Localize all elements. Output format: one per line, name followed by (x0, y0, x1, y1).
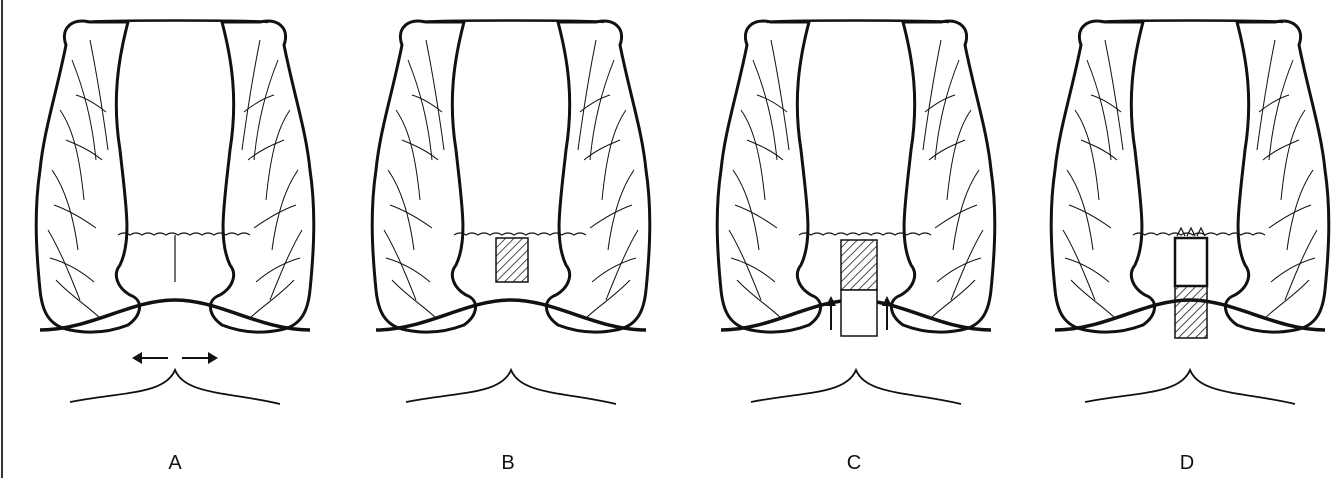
panels-layer (36, 21, 1329, 405)
plain-block (1175, 238, 1207, 286)
arrow-right-head (208, 352, 218, 364)
arrow-left-head (132, 352, 142, 364)
hatched-block (841, 240, 877, 290)
panel-label-c: C (834, 452, 874, 475)
profile-curve (70, 370, 280, 404)
cavity-top (86, 21, 268, 23)
profile-curve (1085, 370, 1295, 404)
left-lobe (36, 21, 139, 332)
left-lobe (1051, 21, 1154, 332)
plain-block (841, 290, 877, 336)
right-lobe (891, 21, 994, 332)
left-lobe (372, 21, 475, 332)
spike-mark (1187, 228, 1195, 236)
panel-label-b: B (488, 452, 528, 475)
right-lobe (210, 21, 313, 332)
spike-mark (1197, 228, 1205, 236)
panel-d (1051, 21, 1329, 405)
panel-label-d: D (1167, 452, 1207, 475)
panel-a (36, 21, 314, 405)
cavity-top (422, 21, 604, 23)
panel-c (717, 21, 995, 405)
hatched-block (1175, 286, 1207, 338)
right-lobe (1225, 21, 1328, 332)
right-lobe (546, 21, 649, 332)
cavity-top (767, 21, 949, 23)
arrow-up-right-head (882, 296, 892, 306)
profile-curve (406, 370, 616, 404)
panel-label-a: A (155, 452, 195, 475)
left-lobe (717, 21, 820, 332)
profile-curve (751, 370, 961, 404)
cavity-top (1101, 21, 1283, 23)
panel-b (372, 21, 650, 405)
hatched-block (496, 238, 528, 282)
